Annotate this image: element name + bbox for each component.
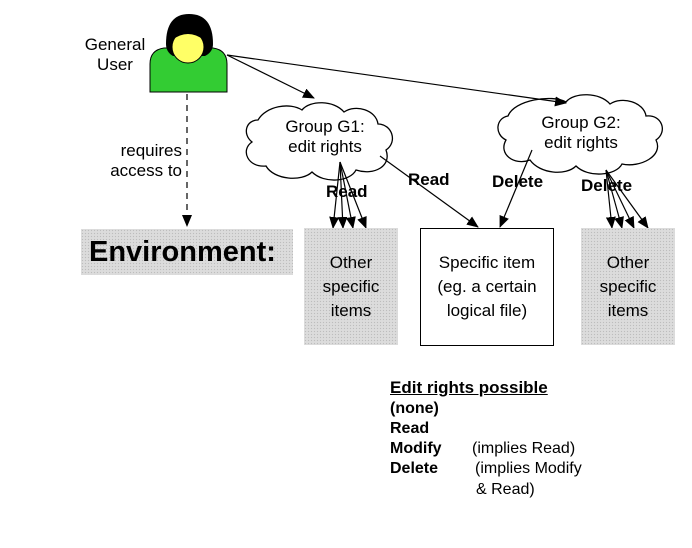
user-label-line1: General xyxy=(84,35,146,54)
legend-read: Read xyxy=(390,420,430,437)
other-left-line1: Other xyxy=(329,252,373,272)
legend-modify-note: (implies Read) xyxy=(472,440,576,457)
requires-access-label: requires access to xyxy=(96,141,182,181)
arrow-g2-to-specific xyxy=(499,149,533,228)
other-items-right-box: Other specific items xyxy=(581,228,675,345)
user-fringe xyxy=(172,27,204,40)
requires-line1: requires xyxy=(120,141,182,160)
group-g1-cloud xyxy=(245,102,394,181)
group-g2-cloud xyxy=(497,94,663,175)
other-items-left-box: Other specific items xyxy=(304,228,398,345)
environment-box: Environment: xyxy=(81,229,293,275)
specific-line3: logical file) xyxy=(446,301,528,320)
other-right-line3: items xyxy=(607,300,649,320)
group-g2-label: Group G2: edit rights xyxy=(526,113,636,153)
arrows-g1-to-other-left xyxy=(329,161,367,229)
arrow-g1-to-specific xyxy=(379,155,479,228)
specific-line1: Specific item xyxy=(438,253,536,272)
arrow-user-to-g1 xyxy=(226,54,315,99)
legend-delete-note-line1: (implies Modify xyxy=(475,460,582,477)
label-g1-read-other: Read xyxy=(326,182,368,201)
legend-delete-term: Delete xyxy=(390,460,439,477)
other-left-line2: specific xyxy=(322,276,380,296)
legend-delete-note-line2: & Read) xyxy=(476,481,535,498)
user-label-line2: User xyxy=(97,55,133,74)
specific-item-box: Specific item (eg. a certain logical fil… xyxy=(420,228,554,346)
user-body xyxy=(149,47,228,93)
label-g2-delete-specific: Delete xyxy=(492,172,544,191)
requires-line2: access to xyxy=(110,161,182,180)
group-g2-line2: edit rights xyxy=(544,133,618,152)
legend-none: (none) xyxy=(390,400,439,417)
user-figure-icon xyxy=(149,14,228,93)
legend-heading: Edit rights possible xyxy=(390,378,548,397)
group-g1-line1: Group G1: xyxy=(285,117,365,136)
user-label: General User xyxy=(74,35,156,75)
other-left-line3: items xyxy=(330,300,372,320)
legend-modify-term: Modify xyxy=(390,440,442,457)
group-g1-label: Group G1: edit rights xyxy=(270,117,380,157)
environment-label: Environment: xyxy=(89,236,276,268)
label-g2-delete-other: Delete xyxy=(581,176,633,195)
other-right-line1: Other xyxy=(606,252,650,272)
other-right-line2: specific xyxy=(599,276,657,296)
arrow-user-to-g2 xyxy=(226,54,567,107)
group-g1-line2: edit rights xyxy=(288,137,362,156)
label-g1-read-specific: Read xyxy=(408,170,450,189)
specific-line2: (eg. a certain xyxy=(437,277,537,296)
arrows-g2-to-other-right xyxy=(605,169,649,229)
group-g2-line1: Group G2: xyxy=(541,113,621,132)
